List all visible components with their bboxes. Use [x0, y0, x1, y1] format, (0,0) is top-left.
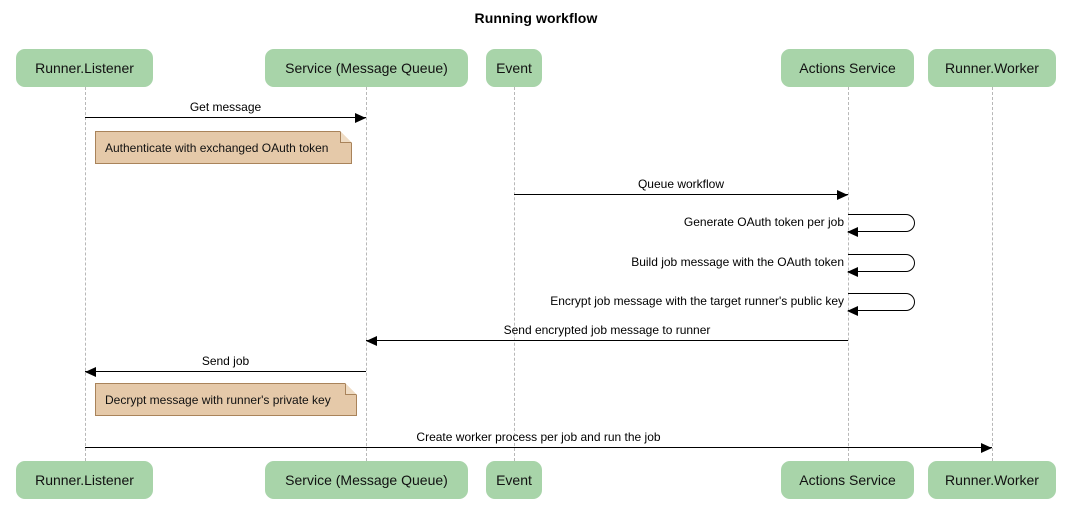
lifeline-runner-worker — [992, 87, 993, 461]
participant-top-runner-listener[interactable]: Runner.Listener — [16, 49, 153, 87]
participant-bottom-actions-service[interactable]: Actions Service — [781, 461, 914, 499]
message-line-send-encrypted-job-message — [366, 340, 848, 341]
arrowhead-send-encrypted-job-message — [366, 336, 377, 346]
arrowhead-queue-workflow — [837, 190, 848, 200]
note-authenticate-note: Authenticate with exchanged OAuth token — [95, 131, 352, 164]
message-label-send-encrypted-job-message: Send encrypted job message to runner — [503, 323, 711, 337]
arrowhead-encrypt-job-message — [847, 306, 858, 316]
lifeline-runner-listener — [85, 87, 86, 461]
participant-label: Runner.Worker — [945, 472, 1039, 488]
participant-label: Runner.Listener — [35, 60, 134, 76]
arrowhead-create-worker-process — [981, 443, 992, 453]
participant-label: Actions Service — [799, 60, 896, 76]
note-label: Authenticate with exchanged OAuth token — [105, 140, 329, 155]
message-label-create-worker-process: Create worker process per job and run th… — [416, 430, 661, 444]
message-label-get-message: Get message — [189, 100, 262, 114]
participant-top-service-message-queue[interactable]: Service (Message Queue) — [265, 49, 468, 87]
lifeline-event — [514, 87, 515, 461]
message-line-create-worker-process — [85, 447, 992, 448]
message-label-queue-workflow: Queue workflow — [637, 177, 725, 191]
participant-top-runner-worker[interactable]: Runner.Worker — [928, 49, 1056, 87]
note-decrypt-note: Decrypt message with runner's private ke… — [95, 383, 357, 416]
arrowhead-generate-oauth-token — [847, 227, 858, 237]
arrowhead-build-job-message — [847, 267, 858, 277]
participant-bottom-runner-listener[interactable]: Runner.Listener — [16, 461, 153, 499]
participant-top-actions-service[interactable]: Actions Service — [781, 49, 914, 87]
message-label-encrypt-job-message: Encrypt job message with the target runn… — [550, 294, 844, 308]
message-label-generate-oauth-token: Generate OAuth token per job — [683, 215, 844, 229]
lifeline-service-message-queue — [366, 87, 367, 461]
message-line-get-message — [85, 117, 366, 118]
participant-label: Event — [496, 472, 532, 488]
message-line-queue-workflow — [514, 194, 848, 195]
participant-label: Event — [496, 60, 532, 76]
self-message-loop-encrypt-job-message — [848, 293, 915, 311]
message-label-build-job-message: Build job message with the OAuth token — [631, 255, 844, 269]
participant-label: Runner.Worker — [945, 60, 1039, 76]
message-line-send-job — [85, 371, 366, 372]
self-message-loop-generate-oauth-token — [848, 214, 915, 232]
message-label-send-job: Send job — [201, 354, 250, 368]
participant-top-event[interactable]: Event — [486, 49, 542, 87]
note-label: Decrypt message with runner's private ke… — [105, 392, 331, 407]
self-message-loop-build-job-message — [848, 254, 915, 272]
participant-label: Service (Message Queue) — [285, 60, 448, 76]
participant-bottom-service-message-queue[interactable]: Service (Message Queue) — [265, 461, 468, 499]
arrowhead-send-job — [85, 367, 96, 377]
participant-label: Actions Service — [799, 472, 896, 488]
participant-bottom-runner-worker[interactable]: Runner.Worker — [928, 461, 1056, 499]
arrowhead-get-message — [355, 113, 366, 123]
participant-bottom-event[interactable]: Event — [486, 461, 542, 499]
page-title: Running workflow — [474, 10, 598, 26]
participant-label: Service (Message Queue) — [285, 472, 448, 488]
participant-label: Runner.Listener — [35, 472, 134, 488]
